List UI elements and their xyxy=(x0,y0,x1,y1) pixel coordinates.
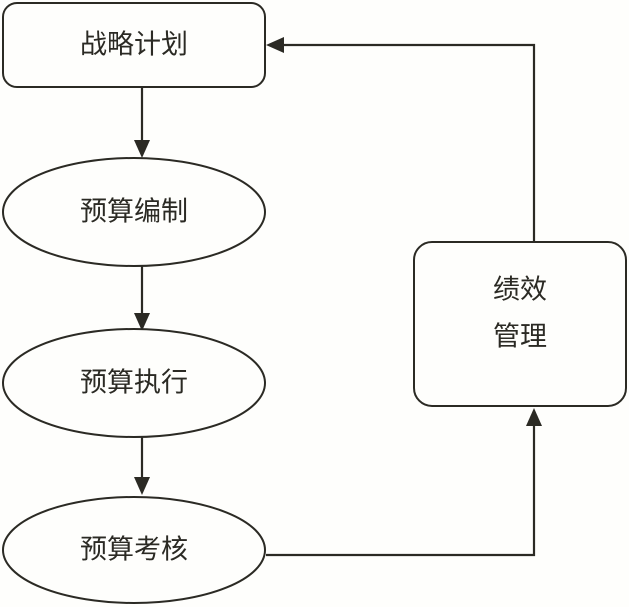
edges xyxy=(134,37,542,557)
budget-assessment-ellipse xyxy=(2,496,266,604)
budget-execution-ellipse xyxy=(2,328,266,438)
performance-management-label-line-1: 绩效 xyxy=(493,275,547,306)
node-performance-management: 绩效 管理 xyxy=(413,241,627,407)
strategy-plan-label: 战略计划 xyxy=(80,30,188,61)
edge-assessment-to-performance xyxy=(266,408,542,557)
node-budget-assessment: 预算考核 xyxy=(2,496,266,604)
budget-execution-label: 预算执行 xyxy=(80,368,188,399)
node-budget-execution: 预算执行 xyxy=(2,328,266,438)
edge-preparation-to-execution xyxy=(134,266,150,331)
budget-assessment-label: 预算考核 xyxy=(80,535,188,566)
performance-management-label-line-2: 管理 xyxy=(493,322,547,353)
budget-preparation-label: 预算编制 xyxy=(80,197,188,228)
edge-execution-to-assessment xyxy=(134,437,150,495)
edge-strategy-to-preparation xyxy=(134,88,150,158)
node-strategy-plan: 战略计划 xyxy=(2,2,266,88)
edge-performance-to-strategy xyxy=(266,37,536,242)
budget-preparation-ellipse xyxy=(2,157,266,267)
node-budget-preparation: 预算编制 xyxy=(2,157,266,267)
strategy-plan-box xyxy=(2,2,266,88)
performance-management-box xyxy=(413,241,627,407)
